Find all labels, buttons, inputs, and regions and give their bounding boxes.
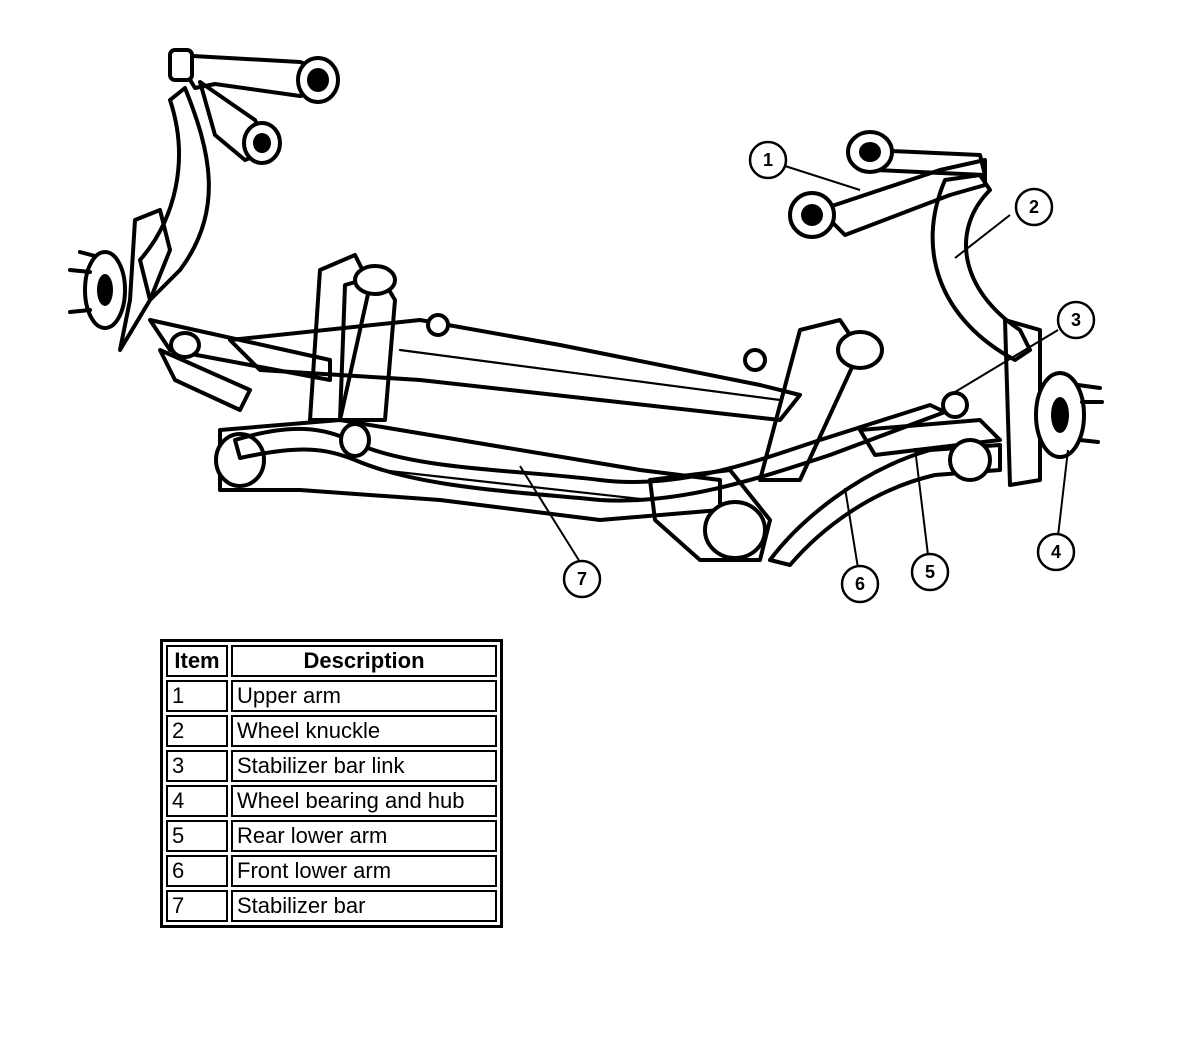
legend-row: 6 Front lower arm	[166, 855, 497, 887]
subframe	[214, 253, 884, 562]
legend-item-number: 6	[166, 855, 228, 887]
right-lower-arms	[768, 391, 1002, 567]
svg-text:3: 3	[1071, 310, 1081, 330]
stabilizer-bar	[233, 403, 947, 503]
legend-item-description: Stabilizer bar link	[231, 750, 497, 782]
right-wheel-hub	[1034, 371, 1104, 459]
legend-row: 1 Upper arm	[166, 680, 497, 712]
legend-item-number: 7	[166, 890, 228, 922]
legend-table: Item Description 1 Upper arm 2 Wheel knu…	[160, 639, 503, 928]
legend-item-number: 5	[166, 820, 228, 852]
left-lower-links	[148, 318, 332, 412]
callout-5: 5	[910, 552, 950, 592]
legend-item-description: Front lower arm	[231, 855, 497, 887]
right-wheel-knuckle	[930, 173, 1042, 487]
callout-1: 1	[748, 140, 788, 180]
left-upper-arm	[168, 48, 340, 165]
legend-item-number: 2	[166, 715, 228, 747]
legend-row: 4 Wheel bearing and hub	[166, 785, 497, 817]
svg-text:1: 1	[763, 150, 773, 170]
svg-text:4: 4	[1051, 542, 1061, 562]
legend-item-description: Wheel bearing and hub	[231, 785, 497, 817]
legend-row: 7 Stabilizer bar	[166, 890, 497, 922]
legend-header-description: Description	[231, 645, 497, 677]
legend-row: 3 Stabilizer bar link	[166, 750, 497, 782]
legend-item-description: Rear lower arm	[231, 820, 497, 852]
legend-item-number: 3	[166, 750, 228, 782]
suspension-diagram: 1 2 3 4 5 6 7	[68, 48, 1104, 604]
svg-text:7: 7	[577, 569, 587, 589]
callout-2: 2	[1014, 187, 1054, 227]
legend-header-item: Item	[166, 645, 228, 677]
legend-item-description: Upper arm	[231, 680, 497, 712]
svg-text:5: 5	[925, 562, 935, 582]
right-upper-arm	[788, 130, 987, 239]
legend-row: 5 Rear lower arm	[166, 820, 497, 852]
svg-text:2: 2	[1029, 197, 1039, 217]
legend-item-number: 1	[166, 680, 228, 712]
callout-6: 6	[840, 564, 880, 604]
legend-item-number: 4	[166, 785, 228, 817]
svg-text:6: 6	[855, 574, 865, 594]
legend-item-description: Wheel knuckle	[231, 715, 497, 747]
callout-4: 4	[1036, 532, 1076, 572]
leader-lines	[519, 165, 1069, 569]
legend-item-description: Stabilizer bar	[231, 890, 497, 922]
left-wheel-knuckle	[68, 86, 211, 352]
legend-row: 2 Wheel knuckle	[166, 715, 497, 747]
legend-header-row: Item Description	[166, 645, 497, 677]
callout-3: 3	[1056, 300, 1096, 340]
callout-7: 7	[562, 559, 602, 599]
